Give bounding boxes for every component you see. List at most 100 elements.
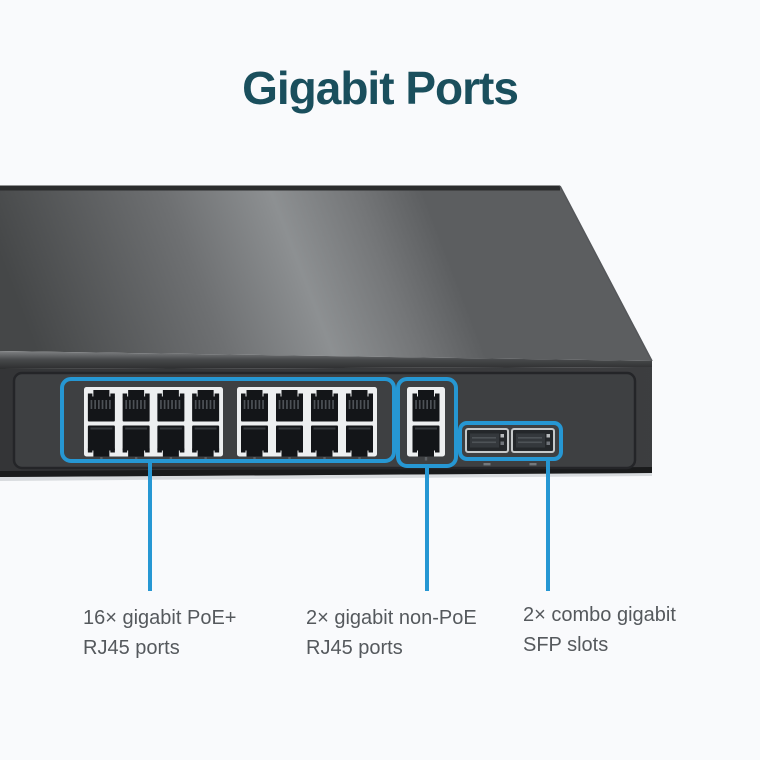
rj45-port-pin — [94, 400, 96, 409]
port-number-mark — [100, 457, 103, 461]
rj45-port-pin — [317, 400, 320, 409]
rj45-port-pin — [430, 400, 432, 409]
rj45-port-pin — [254, 400, 257, 409]
rj45-port-pin — [109, 400, 111, 409]
sfp-slots-highlight-box — [458, 421, 563, 461]
rj45-port-pin — [321, 400, 323, 409]
rj45-port-pin — [278, 400, 281, 409]
rj45-port-pin — [286, 400, 288, 409]
sfp-slot-latch — [500, 434, 504, 438]
rj45-port-ear — [311, 393, 316, 398]
rj45-port-pin — [313, 400, 316, 409]
callout-label-uplink-line1: 2× gigabit non-PoE — [306, 607, 477, 629]
port-number-mark — [204, 457, 207, 461]
rj45-port-tab — [128, 390, 145, 397]
rj45-port-body — [276, 425, 303, 451]
rj45-port-pin — [348, 400, 351, 409]
figure-title: Gigabit Ports — [242, 61, 519, 114]
rj45-port-body — [346, 425, 373, 451]
rj45-port-body — [412, 425, 440, 451]
rj45-port-pin — [422, 400, 425, 409]
rj45-port-ear — [311, 448, 316, 453]
rj45-port-pin — [167, 400, 170, 409]
rj45-port-pin — [247, 400, 250, 409]
rj45-port-tab — [281, 449, 298, 457]
rj45-port-pin — [209, 400, 212, 409]
rj45-port-ear — [368, 448, 373, 453]
rj45-port-tab — [418, 449, 434, 457]
rj45-port-ear — [192, 448, 197, 453]
rj45-port-tab — [93, 390, 110, 397]
rj45-port-pin — [433, 400, 436, 409]
rj45-port-tab — [162, 390, 179, 397]
rj45-port-ear — [263, 393, 268, 398]
rj45-port-pin — [202, 400, 204, 409]
rj45-port-ear — [157, 448, 162, 453]
rj45-port-pin — [328, 400, 331, 409]
rj45-port-highlight — [159, 427, 182, 430]
rj45-port-pin — [105, 400, 108, 409]
rj45-port-pin — [143, 400, 146, 409]
rj45-port-pin — [136, 400, 139, 409]
rj45-port-tab — [246, 449, 263, 457]
rj45-port-pin — [356, 400, 358, 409]
rj45-port-pin — [297, 400, 299, 409]
rj45-port-pin — [160, 400, 162, 409]
rj45-port-body — [122, 425, 150, 451]
sfp-slot-rail — [472, 437, 496, 439]
poe-ports-highlight-box — [60, 377, 396, 463]
rj45-port-ear — [346, 393, 351, 398]
rj45-port-highlight — [194, 427, 217, 430]
callout-label-uplink: 2× gigabit non-PoE RJ45 ports — [306, 603, 477, 663]
port-number-mark — [424, 457, 428, 461]
callout-label-uplink-line2: RJ45 ports — [306, 637, 403, 659]
sfp-slot-rail — [472, 441, 496, 444]
switch-front-bevel — [0, 351, 652, 369]
rj45-port-tab — [281, 390, 298, 397]
rj45-port-ear — [110, 393, 115, 398]
sfp-slot-cage — [516, 433, 545, 448]
rj45-port-tab — [316, 390, 333, 397]
rj45-port-ear — [298, 448, 303, 453]
rj45-port-tab — [162, 449, 179, 457]
rj45-port-highlight — [125, 427, 148, 430]
rj45-port-ear — [214, 393, 220, 398]
rj45-port-pin — [132, 400, 135, 409]
rj45-port-pin — [205, 400, 208, 409]
rj45-port-pin — [140, 400, 142, 409]
rj45-port-highlight — [415, 427, 437, 430]
switch-right-chamfer-edge — [559, 185, 653, 362]
rj45-port-pin — [213, 400, 216, 409]
rj45-port-tab — [351, 390, 368, 397]
rj45-port-tab — [418, 390, 434, 397]
rj45-port-body — [241, 425, 268, 451]
rj45-port-ear — [298, 393, 303, 398]
rj45-port-ear — [276, 393, 281, 398]
rj45-port-pin — [258, 400, 261, 409]
callout-label-sfp-line2: SFP slots — [523, 634, 609, 656]
rj45-port-ear — [179, 393, 185, 398]
callout-label-sfp: 2× combo gigabit SFP slots — [523, 600, 676, 660]
switch-top-face — [0, 186, 652, 361]
rj45-port-ear — [145, 448, 150, 453]
rj45-port-ear — [346, 448, 351, 453]
rj45-port-tab — [351, 449, 368, 457]
rj45-port-pin — [418, 400, 421, 409]
callout-label-poe: 16× gigabit PoE+ RJ45 ports — [83, 603, 236, 663]
rj45-port-tab — [128, 449, 145, 457]
rj45-port-highlight — [90, 427, 113, 430]
rj45-port-module — [84, 387, 223, 457]
rj45-port-tab — [246, 390, 263, 397]
switch-drop-shadow — [0, 473, 652, 481]
rj45-port-pin — [101, 400, 104, 409]
sfp-slot-rail — [518, 437, 542, 439]
port-number-mark — [323, 457, 326, 461]
rj45-port-ear — [157, 393, 162, 398]
sfp-slot-latch — [546, 441, 550, 445]
rj45-port-ear — [412, 393, 417, 398]
port-number-mark — [169, 457, 173, 461]
rj45-port-ear — [87, 448, 93, 453]
callout-label-sfp-line1: 2× combo gigabit — [523, 604, 676, 626]
rj45-port-pin — [90, 400, 93, 409]
